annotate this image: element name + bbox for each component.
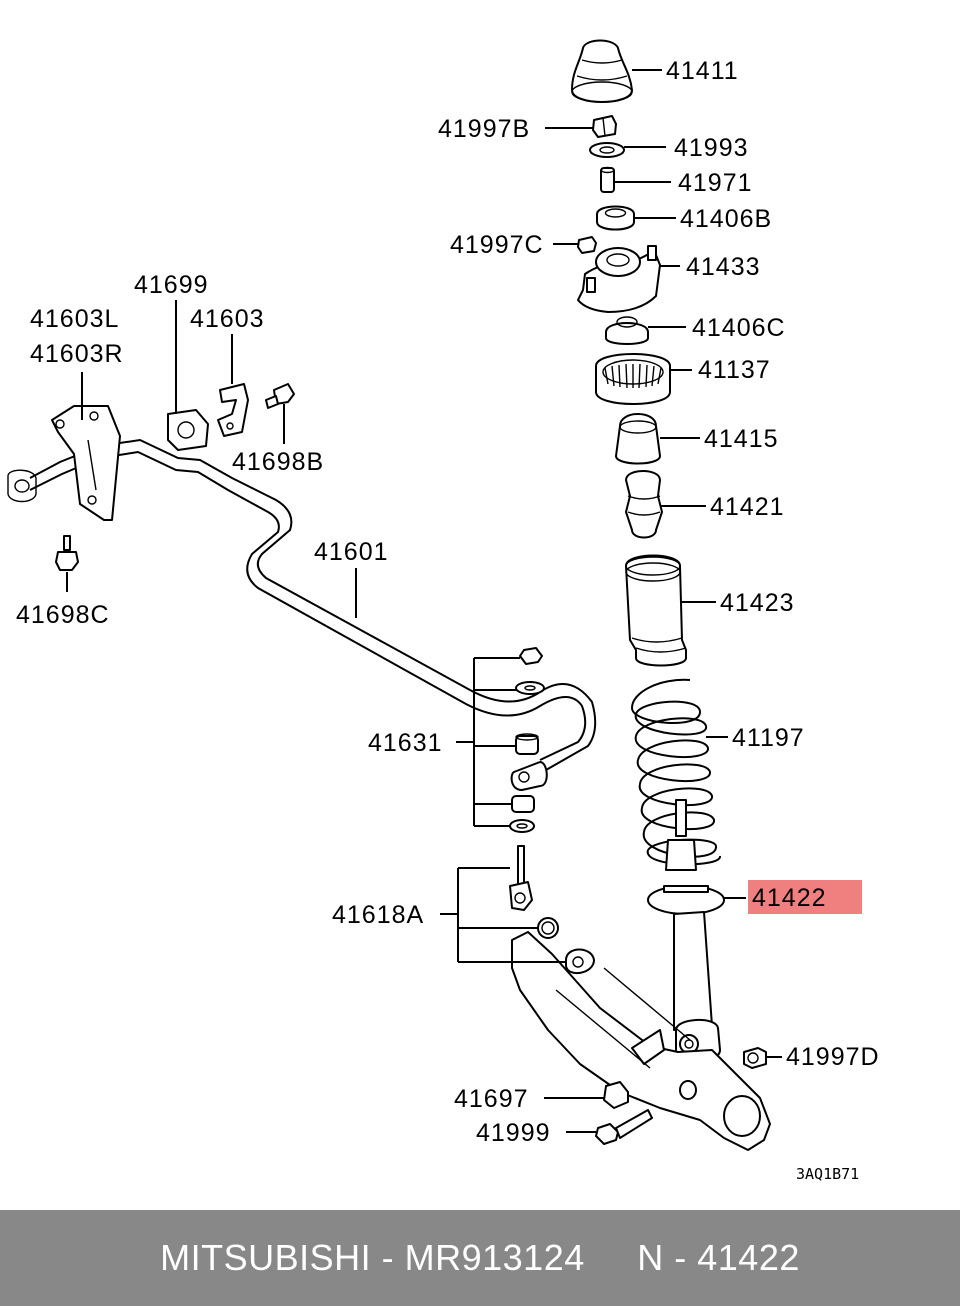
part-41422-shock-absorber xyxy=(647,799,725,1063)
label-41422: 41422 xyxy=(752,884,827,912)
label-41423: 41423 xyxy=(720,589,795,617)
label-41993: 41993 xyxy=(674,134,749,162)
label-41997B: 41997B xyxy=(438,115,530,143)
part-41699-bushing xyxy=(167,409,209,451)
drawing-code: 3AQ1B71 xyxy=(796,1165,859,1183)
label-41699: 41699 xyxy=(134,271,209,299)
separator: - xyxy=(663,1237,698,1278)
part-41137-bearing xyxy=(595,353,671,405)
label-41603R: 41603R xyxy=(30,340,124,368)
label-41631: 41631 xyxy=(368,729,443,757)
label-41997D: 41997D xyxy=(786,1043,880,1071)
part-41406B-bushing xyxy=(596,205,635,231)
part-41197-coil-spring xyxy=(630,678,721,866)
part-41971-collar xyxy=(600,166,615,193)
part-41411-bump-stop-cap xyxy=(571,39,633,103)
part-number: MR913124 xyxy=(404,1237,585,1278)
label-41433: 41433 xyxy=(686,253,761,281)
highlight-41422 xyxy=(748,880,862,914)
part-41997B-nut xyxy=(592,115,617,138)
label-41603L: 41603L xyxy=(30,305,119,333)
ref-number: 41422 xyxy=(697,1237,800,1278)
label-41406B: 41406B xyxy=(680,205,772,233)
spacer xyxy=(585,1237,638,1279)
part-41406C-bushing xyxy=(605,316,649,345)
part-41997D-nut xyxy=(743,1047,767,1069)
part-41603LR-bracket xyxy=(51,405,121,521)
part-41421-bump-rubber xyxy=(625,470,663,539)
part-41631-link-kit xyxy=(509,647,548,833)
part-41697-bushing xyxy=(603,1081,629,1109)
footer-bar: MITSUBISHI - MR913124 N - 41422 xyxy=(0,1210,960,1306)
part-41415-dust-cover xyxy=(615,413,661,465)
part-41603-clamp xyxy=(217,383,249,437)
brand-name: MITSUBISHI xyxy=(160,1237,372,1278)
label-41197: 41197 xyxy=(732,724,805,752)
label-41698B: 41698B xyxy=(232,448,324,476)
part-41433-strut-mount xyxy=(577,245,661,313)
part-41997C-nut xyxy=(577,236,597,254)
trailing-arm xyxy=(511,931,771,1151)
label-41999: 41999 xyxy=(476,1119,551,1147)
label-41406C: 41406C xyxy=(692,314,786,342)
label-41411: 41411 xyxy=(666,57,739,85)
part-41698B-bolt xyxy=(265,383,295,409)
bracket-41631 xyxy=(456,657,520,827)
label-41971: 41971 xyxy=(678,169,753,197)
label-41698C: 41698C xyxy=(16,601,110,629)
part-41698C-bolt xyxy=(55,535,79,571)
part-41999-bolt xyxy=(595,1109,653,1145)
bracket-41618A xyxy=(440,867,566,963)
label-41997C: 41997C xyxy=(450,231,544,259)
parts-diagram: 41411 41997B 41993 41971 41406B 41997C 4… xyxy=(7,39,880,1183)
separator: - xyxy=(371,1237,405,1278)
label-41603: 41603 xyxy=(190,305,265,333)
label-41697: 41697 xyxy=(454,1085,529,1113)
ref-prefix: N xyxy=(637,1237,664,1278)
label-41137: 41137 xyxy=(698,356,771,384)
part-41423-dust-boot xyxy=(625,554,687,667)
label-41601: 41601 xyxy=(314,538,389,566)
label-41415: 41415 xyxy=(704,425,779,453)
label-41421: 41421 xyxy=(710,493,785,521)
label-41618A: 41618A xyxy=(332,901,424,929)
part-41993-washer xyxy=(589,142,625,158)
